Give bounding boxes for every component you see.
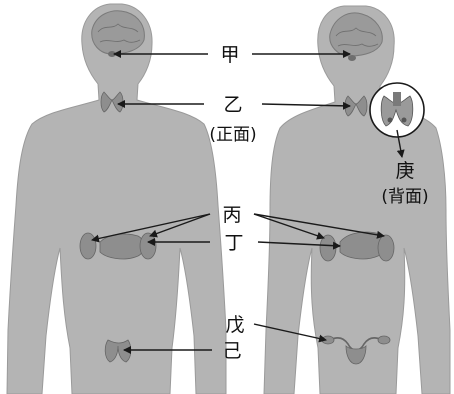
- label-geng-note: (背面): [381, 187, 428, 207]
- female-kidney-right: [378, 235, 394, 261]
- label-yi-note: (正面): [209, 125, 256, 145]
- male-kidney-right: [140, 233, 156, 259]
- female-ovary-right: [378, 336, 390, 344]
- label-yi: 乙: [223, 94, 242, 116]
- label-geng: 庚: [395, 160, 414, 182]
- male-kidney-left: [80, 233, 96, 259]
- label-jia: 甲: [220, 44, 239, 66]
- label-bing: 丙: [222, 204, 241, 226]
- male-figure: [7, 4, 226, 394]
- thyroid-back-inset: [370, 83, 424, 137]
- label-ding: 丁: [224, 232, 243, 254]
- label-wu: 戊: [225, 314, 244, 336]
- male-brain: [92, 11, 145, 54]
- male-body: [7, 4, 226, 394]
- label-ji: 己: [222, 340, 241, 362]
- female-kidney-left: [320, 235, 336, 261]
- male-pancreas: [100, 234, 144, 259]
- female-pituitary: [348, 55, 356, 61]
